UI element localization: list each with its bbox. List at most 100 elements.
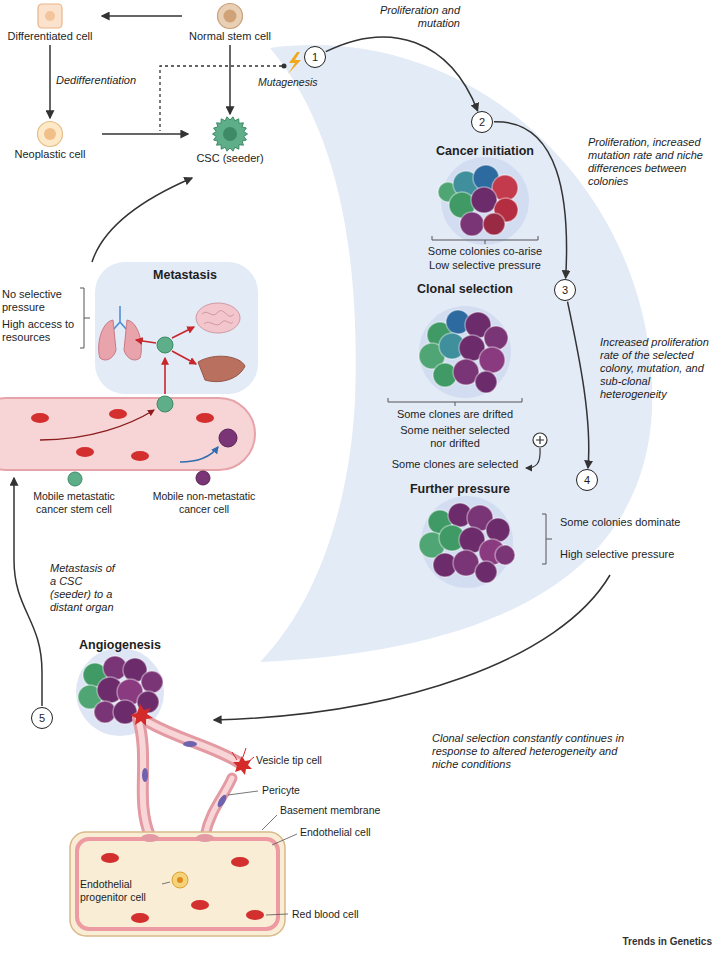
angiogenesis-figure (196, 834, 214, 842)
cycle-arrow (214, 575, 610, 720)
flow-arrow (229, 45, 231, 114)
metastasis-figure (202, 311, 234, 325)
metastasis-figure (136, 340, 156, 343)
angiogenesis-figure (177, 877, 183, 883)
annotation: Mobile non-metastatic cancer cell (145, 490, 263, 515)
cell-icon (36, 120, 64, 148)
cell-node: Neoplastic cell (0, 120, 100, 161)
cell-label: Normal stem cell (184, 30, 276, 43)
angiogenesis-figure (172, 872, 188, 888)
background-band (95, 262, 258, 394)
metastasis-figure (172, 351, 196, 364)
metastasis-figure (180, 447, 218, 462)
edge-label: Dedifferentiation (56, 74, 151, 87)
annotation: Basement membrane (280, 804, 390, 817)
metastasis-figure (164, 358, 166, 394)
metastasis-figure (76, 447, 94, 457)
edge-label: Proliferation and mutation (360, 4, 460, 30)
cell-node: Normal stem cell (184, 2, 276, 43)
annotation: Vesicle tip cell (256, 754, 346, 767)
tumour-cluster (486, 518, 510, 542)
annotation: Pericyte (262, 784, 322, 797)
bracket (542, 514, 552, 564)
tumour-cluster (419, 306, 511, 398)
angiogenesis-figure (231, 857, 249, 867)
flow-arrow (326, 37, 478, 111)
cell-node: CSC (seeder) (190, 116, 270, 165)
stage-heading: Metastasis (125, 268, 245, 283)
callout-number: 1 (312, 51, 318, 63)
angiogenesis-figure (77, 839, 278, 929)
annotation: Some colonies co-arise (420, 245, 550, 258)
cell-icon (45, 11, 55, 21)
cell-icon (216, 2, 244, 30)
angiogenesis-figure (148, 722, 238, 762)
stage-number: 3 (554, 279, 576, 301)
angiogenesis-figure (191, 900, 209, 910)
metastasis-figure (196, 413, 214, 423)
angiogenesis-figure (272, 834, 297, 845)
stage-number: 5 (31, 707, 53, 729)
angiogenesis-figure (138, 718, 150, 836)
cell-icon (44, 128, 56, 140)
stage-heading: Clonal selection (410, 282, 520, 297)
annotation: Red blood cell (292, 908, 382, 921)
cell-icon (212, 116, 248, 152)
annotation: Metastasis of a CSC (seeder) to a distan… (50, 562, 122, 614)
tumour-cluster (484, 326, 508, 350)
angiogenesis-figure (130, 704, 153, 726)
tumour-cluster (475, 371, 497, 393)
callout-number: 2 (479, 116, 485, 128)
metastasis-figure (198, 356, 245, 381)
metastasis-figure (196, 303, 240, 333)
cell-icon (38, 4, 62, 28)
annotation: Endothelial cell (300, 826, 400, 839)
metastasis-figure (109, 409, 127, 419)
flow-arrow (568, 302, 589, 468)
tumour-cluster (471, 187, 497, 213)
angiogenesis-figure (205, 778, 232, 836)
metastasis-figure (157, 396, 173, 412)
edge-label: Proliferation, increased mutation rate a… (588, 136, 712, 188)
plus-symbol (526, 448, 540, 468)
cell-icon (223, 127, 237, 141)
callout-number: 4 (584, 474, 590, 486)
annotation: High access to resources (2, 318, 80, 344)
annotation: Low selective pressure (420, 259, 550, 272)
metastasis-figure (99, 320, 116, 360)
mutagenesis-symbol (282, 64, 287, 69)
stage-heading: Further pressure (405, 482, 515, 497)
metastasis-figure (196, 471, 210, 485)
angiogenesis-figure (162, 882, 170, 884)
cell-icon (36, 2, 64, 30)
tumour-cluster (460, 212, 484, 236)
angiogenesis-figure (148, 722, 238, 762)
angiogenesis-figure (101, 853, 119, 863)
tumour-cluster (419, 306, 511, 398)
flow-arrow (49, 45, 51, 118)
tumour-cluster (495, 545, 515, 565)
annotation: Endothelial progenitor cell (80, 878, 160, 903)
cell-node: Differentiated cell (0, 2, 100, 43)
cell-label: CSC (seeder) (190, 152, 270, 165)
bracket (388, 398, 522, 406)
angiogenesis-figure (131, 913, 149, 923)
stage-number: 1 (304, 46, 326, 68)
angiogenesis-figure (216, 793, 228, 808)
annotation: Clonal selection constantly continues in… (432, 732, 637, 771)
annotation: Some clones are selected (390, 458, 520, 471)
angiogenesis-figure (246, 910, 264, 920)
cell-icon (0, 2, 100, 30)
edge-label: Increased proliferation rate of the sele… (600, 336, 712, 401)
annotation: Mobile metastatic cancer stem cell (18, 490, 130, 515)
metastasis-figure (172, 327, 194, 338)
metastasis-figure (31, 413, 49, 423)
bracket (432, 236, 538, 244)
plus-symbol (536, 436, 544, 444)
tumour-cluster (479, 347, 505, 373)
tumour-cluster (475, 561, 497, 583)
stage-heading: Cancer initiation (430, 144, 540, 159)
annotation: Some neither selected nor drifted (395, 424, 515, 450)
background-band (95, 45, 652, 662)
cell-icon (184, 2, 276, 30)
